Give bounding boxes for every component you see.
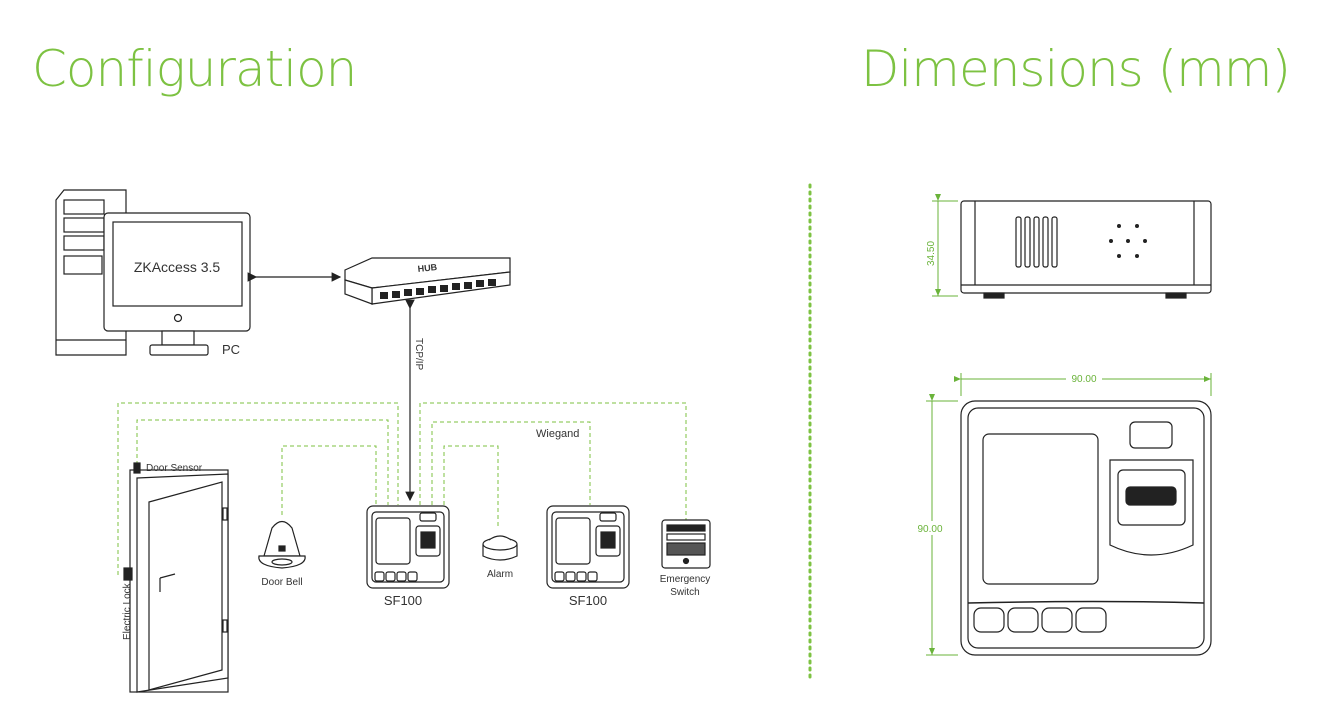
wiring xyxy=(117,402,687,575)
height-dimension-line xyxy=(932,194,958,297)
electric-lock-label: Electric Lock xyxy=(122,582,133,640)
front-view-drawing xyxy=(960,400,1212,656)
door xyxy=(123,462,229,693)
tcpip-label: TCP/IP xyxy=(413,338,424,371)
alarm-icon xyxy=(482,535,518,561)
height-dimension-label: 34.50 xyxy=(926,241,937,266)
dimensions-heading: Dimensions (mm) xyxy=(860,40,1291,98)
wiegand-label: Wiegand xyxy=(536,428,579,440)
sf100-left-device xyxy=(366,505,450,589)
door-sensor-label: Door Sensor xyxy=(146,463,203,474)
sf100-right-label: SF100 xyxy=(569,593,607,608)
sf100-right-device xyxy=(546,505,630,589)
emergency-label-line2: Switch xyxy=(670,587,699,598)
door-bell-icon xyxy=(258,520,306,569)
pc-label: PC xyxy=(222,342,240,357)
width-dimension-label: 90.00 xyxy=(1071,374,1096,385)
emergency-label-line1: Emergency xyxy=(660,574,711,585)
hub-label: HUB xyxy=(417,262,438,274)
emergency-switch-icon xyxy=(661,519,711,569)
depth-dimension-label: 90.00 xyxy=(917,524,942,535)
alarm-label: Alarm xyxy=(487,569,513,580)
door-bell-label: Door Bell xyxy=(261,577,302,588)
pc-monitor xyxy=(103,212,251,356)
side-view-drawing xyxy=(960,200,1212,299)
software-label: ZKAccess 3.5 xyxy=(134,259,221,275)
sf100-left-label: SF100 xyxy=(384,593,422,608)
network-hub xyxy=(344,257,511,305)
configuration-heading: Configuration xyxy=(32,40,357,98)
